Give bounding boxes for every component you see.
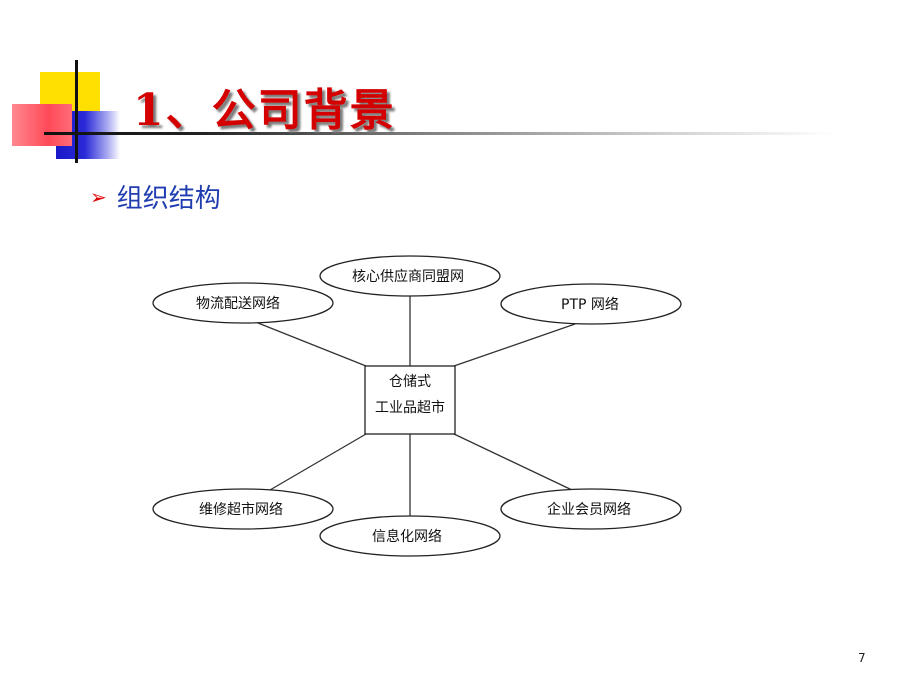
- title-underline: [44, 132, 834, 135]
- node-info-label: 信息化网络: [372, 528, 442, 545]
- node-info-ellipse: [319, 515, 501, 557]
- node-logistics-label: 物流配送网络: [196, 296, 280, 312]
- center-node-box: [364, 365, 456, 435]
- center-node-line2: 工业品超市: [375, 399, 445, 416]
- arrow-bullet-icon: ➢: [90, 185, 107, 209]
- node-repair-label: 维修超市网络: [199, 501, 283, 518]
- slide-title: 1、公司背景: [133, 85, 396, 136]
- center-node-line1: 仓储式: [389, 374, 431, 390]
- page-number: 7: [858, 651, 866, 665]
- bullet-item: ➢ 组织结构: [90, 178, 221, 215]
- connector-member: [453, 433, 573, 491]
- decor-vertical-line: [75, 60, 78, 163]
- node-member-label: 企业会员网络: [547, 501, 631, 518]
- connector-repair: [269, 433, 367, 491]
- node-ptp-ellipse: [500, 283, 682, 325]
- node-repair-ellipse: [152, 488, 334, 530]
- connector-ptp: [453, 323, 576, 367]
- node-logistics-ellipse: [152, 282, 334, 324]
- bullet-text: 组织结构: [116, 184, 221, 214]
- node-core-ellipse: [319, 255, 501, 297]
- connector-logistics: [257, 322, 367, 367]
- node-core-label: 核心供应商同盟网: [352, 268, 464, 285]
- node-member-ellipse: [500, 488, 682, 530]
- node-ptp-label: PTP 网络: [561, 297, 619, 313]
- decor-red-square: [12, 104, 72, 146]
